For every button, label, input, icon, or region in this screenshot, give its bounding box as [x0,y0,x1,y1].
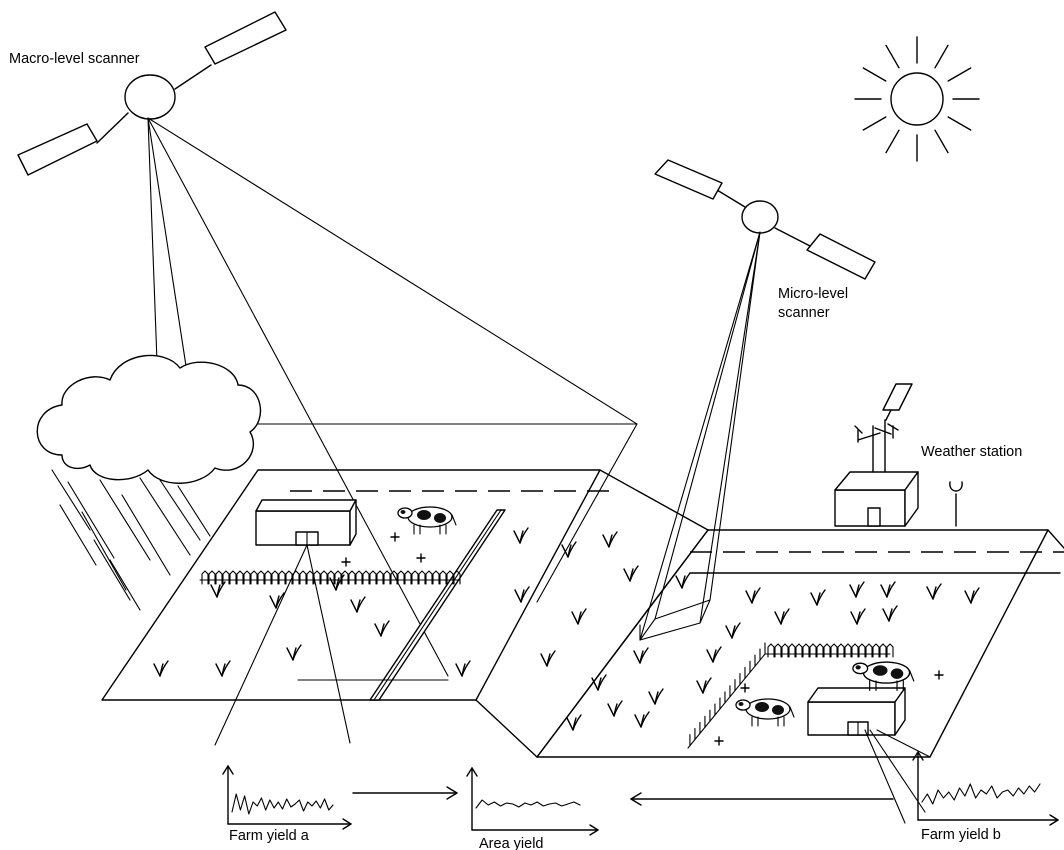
farm-yield-a-chart [223,766,351,829]
weather-station-icon [835,384,918,526]
micro-satellite-icon [655,160,875,279]
right-field [537,530,1064,757]
farm-yield-b-label: Farm yield b [921,827,1001,843]
area-yield-chart [467,768,598,835]
sun-icon [855,37,979,161]
rain-icon [52,470,210,610]
macro-satellite-icon [18,12,286,175]
arrow-icon [353,787,893,805]
yield-beams [215,545,930,823]
macro-scanner-label: Macro-level scanner [9,51,140,67]
barn-icon [808,688,905,735]
farm-yield-a-label: Farm yield a [229,828,310,844]
barn-icon [256,500,356,545]
fence-icon [200,571,893,748]
yield-series-line [476,800,580,808]
yield-series-line [232,794,333,814]
cloud-icon [37,356,260,484]
micro-scanner-label: Micro-level [778,286,848,302]
farm-yield-b-chart [913,752,1058,825]
micro-scan-beams [640,232,760,640]
cow-icon [736,699,794,726]
cow-icon [853,662,914,690]
plough-strip [370,510,505,700]
antenna-icon [950,482,962,526]
area-yield-label: Area yield [479,836,543,850]
cow-icon [398,507,456,534]
micro-scanner-label-line2: scanner [778,305,830,321]
weather-station-label: Weather station [921,444,1022,460]
slope [476,470,708,757]
yield-series-line [922,784,1040,804]
